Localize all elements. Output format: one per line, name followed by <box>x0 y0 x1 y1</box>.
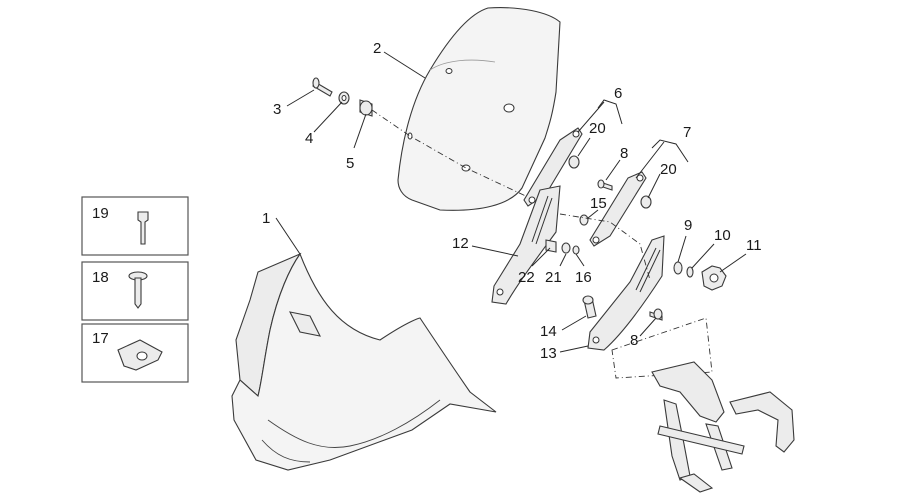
callout-8a: 8 <box>620 145 628 162</box>
washer-21 <box>561 242 571 254</box>
knob-11 <box>701 265 727 291</box>
callout-7: 7 <box>683 124 691 141</box>
screw-8a <box>597 179 613 191</box>
washer-10 <box>686 266 694 278</box>
callout-5: 5 <box>346 155 354 172</box>
ref-box-18 <box>81 261 189 321</box>
callout-19: 19 <box>92 205 109 222</box>
callout-13: 13 <box>540 345 557 362</box>
callout-1: 1 <box>262 210 270 227</box>
callout-22: 22 <box>518 269 535 286</box>
callout-12: 12 <box>452 235 469 252</box>
windscreen <box>397 7 561 211</box>
screw-14 <box>582 295 597 319</box>
callout-20a: 20 <box>589 120 606 137</box>
callout-4: 4 <box>305 130 313 147</box>
mounting-frame <box>651 361 795 493</box>
callout-21: 21 <box>545 269 562 286</box>
nut-20a <box>568 155 580 169</box>
bracket-7 <box>589 171 647 247</box>
leader-lines <box>275 51 747 353</box>
slide-plate-12 <box>491 185 561 305</box>
callout-3: 3 <box>273 101 281 118</box>
washer-9 <box>673 261 683 275</box>
callout-17: 17 <box>92 330 109 347</box>
bushing-5 <box>359 99 373 117</box>
callout-14: 14 <box>540 323 557 340</box>
callout-16: 16 <box>575 269 592 286</box>
nut-20b <box>640 195 652 209</box>
callout-20b: 20 <box>660 161 677 178</box>
washer-4 <box>338 91 350 105</box>
callout-15: 15 <box>590 195 607 212</box>
callout-18: 18 <box>92 269 109 286</box>
callout-labels: 1 2 3 4 5 6 7 20 8 20 15 12 22 21 16 9 1… <box>92 40 762 362</box>
callout-2: 2 <box>373 40 381 57</box>
ref-box-17 <box>81 323 189 383</box>
callout-6: 6 <box>614 85 622 102</box>
nut-16 <box>572 245 580 255</box>
front-fairing <box>231 252 497 471</box>
screw-8b <box>649 308 663 321</box>
screw-15 <box>579 214 589 226</box>
ref-box-19 <box>81 196 189 256</box>
screw-3 <box>312 77 333 97</box>
slide-plate-13 <box>587 235 665 351</box>
callout-10: 10 <box>714 227 731 244</box>
callout-8b: 8 <box>630 332 638 349</box>
callout-9: 9 <box>684 217 692 234</box>
callout-11: 11 <box>746 237 762 254</box>
